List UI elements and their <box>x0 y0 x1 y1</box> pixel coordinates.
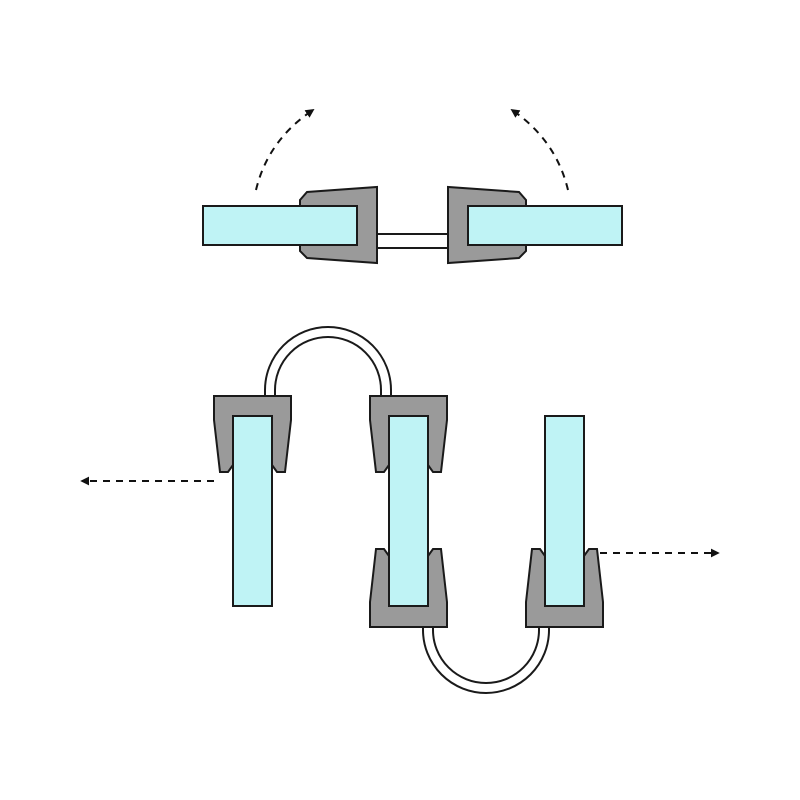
folded-glass-panel-1 <box>232 415 273 607</box>
panel-3-bottom-clip <box>525 548 604 628</box>
panel-2-top-clip <box>369 395 448 473</box>
top-left-glass-panel <box>202 205 362 246</box>
top-left-clip <box>299 185 378 265</box>
panel-2-bottom-clip <box>369 548 448 628</box>
upper-hinge-loop <box>264 326 392 397</box>
top-right-clip <box>447 185 527 265</box>
top-right-glass-panel <box>465 205 623 246</box>
folded-glass-panel-2 <box>388 415 429 607</box>
top-connector-bar <box>376 233 449 249</box>
panel-1-top-clip <box>213 395 292 473</box>
rotate-left-arrow <box>255 109 315 191</box>
top-assembly-flat <box>202 108 623 265</box>
bottom-assembly-folded <box>80 326 720 694</box>
folded-glass-panel-3 <box>544 415 585 607</box>
lower-hinge-loop <box>422 626 550 694</box>
rotate-right-arrow <box>510 108 569 191</box>
